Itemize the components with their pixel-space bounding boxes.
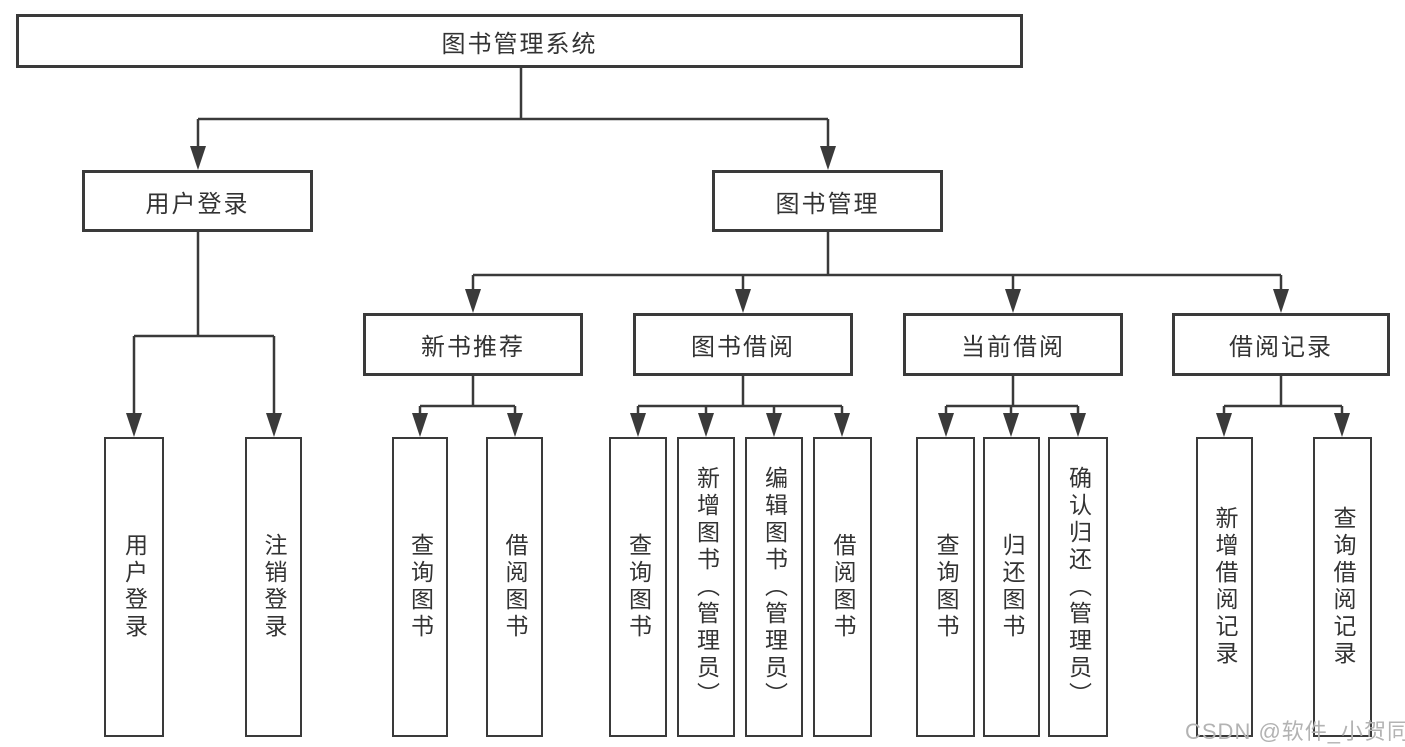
leaf-return-books: 归还图书	[983, 437, 1040, 737]
node-book-management-label: 图书管理	[775, 190, 880, 218]
node-new-book-recommendation-label: 新书推荐	[421, 334, 525, 361]
leaf-borrow-books-recommend-label: 借阅图书	[502, 533, 528, 641]
node-new-book-recommendation: 新书推荐	[363, 313, 583, 376]
leaf-search-books-current: 查询图书	[916, 437, 975, 737]
leaf-confirm-return-admin-label: 确认归还（管理员）	[1065, 465, 1092, 709]
leaf-borrow-books-recommend: 借阅图书	[486, 437, 543, 737]
node-current-borrowing-label: 当前借阅	[961, 334, 1065, 361]
leaf-search-borrow-record-label: 查询借阅记录	[1330, 506, 1356, 668]
arrowheads	[126, 146, 1350, 437]
node-library-system: 图书管理系统	[16, 14, 1023, 68]
node-library-system-label: 图书管理系统	[441, 30, 598, 58]
leaf-add-borrow-record-label: 新增借阅记录	[1212, 506, 1238, 668]
leaf-user-login: 用户登录	[104, 437, 164, 737]
node-book-management: 图书管理	[712, 170, 943, 232]
leaf-search-books-borrowing-label: 查询图书	[625, 533, 652, 641]
leaf-return-books-label: 归还图书	[999, 533, 1025, 641]
leaf-edit-book-admin-label: 编辑图书（管理员）	[761, 465, 788, 709]
node-borrow-records-label: 借阅记录	[1229, 334, 1333, 361]
leaf-edit-book-admin: 编辑图书（管理员）	[745, 437, 803, 737]
leaf-borrow-books-borrowing-label: 借阅图书	[830, 533, 856, 641]
leaf-search-books-recommend-label: 查询图书	[407, 533, 434, 641]
leaf-search-borrow-record: 查询借阅记录	[1313, 437, 1372, 737]
leaf-search-books-borrowing: 查询图书	[609, 437, 667, 737]
leaf-add-book-admin: 新增图书（管理员）	[677, 437, 735, 737]
node-current-borrowing: 当前借阅	[903, 313, 1123, 376]
watermark: CSDN @软件_小贺同学	[1185, 719, 1405, 744]
node-user-login: 用户登录	[82, 170, 313, 232]
leaf-logout-label: 注销登录	[261, 533, 287, 641]
leaf-borrow-books-borrowing: 借阅图书	[813, 437, 872, 737]
node-borrow-records: 借阅记录	[1172, 313, 1390, 376]
leaf-search-books-recommend: 查询图书	[392, 437, 448, 737]
leaf-search-books-current-label: 查询图书	[933, 533, 959, 641]
node-user-login-label: 用户登录	[145, 190, 250, 218]
leaf-confirm-return-admin: 确认归还（管理员）	[1048, 437, 1108, 737]
leaf-add-borrow-record: 新增借阅记录	[1196, 437, 1253, 737]
leaf-add-book-admin-label: 新增图书（管理员）	[693, 465, 720, 709]
node-book-borrowing: 图书借阅	[633, 313, 853, 376]
leaf-user-login-label: 用户登录	[121, 533, 148, 641]
leaf-logout: 注销登录	[245, 437, 302, 737]
node-book-borrowing-label: 图书借阅	[691, 334, 795, 361]
